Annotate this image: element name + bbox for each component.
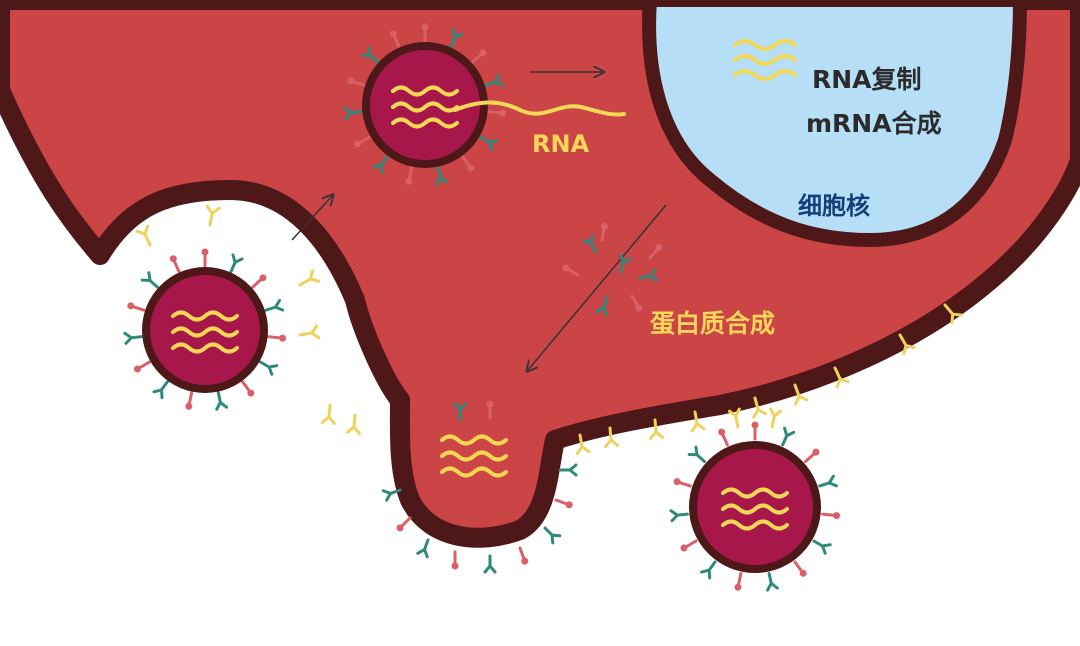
protein-synthesis-label: 蛋白质合成 [650, 309, 775, 338]
nucleus-label-mrna-synthesis: mRNA合成 [806, 109, 942, 138]
virus-particle-entering [343, 22, 508, 187]
virus-particle-released [669, 407, 842, 593]
virus-particle-endocytosis [123, 247, 288, 412]
nucleus-name-label: 细胞核 [798, 192, 870, 220]
nucleus-rna-icon [733, 39, 797, 81]
rna-label: RNA [532, 130, 590, 158]
budding-virus-contents [440, 399, 508, 478]
nucleus-label-rna-replication: RNA复制 [812, 65, 922, 94]
arrow-entry [291, 196, 332, 241]
released-rna-strand [453, 100, 626, 117]
nucleus [642, 0, 1028, 248]
arrow-to-assembly [528, 204, 667, 370]
